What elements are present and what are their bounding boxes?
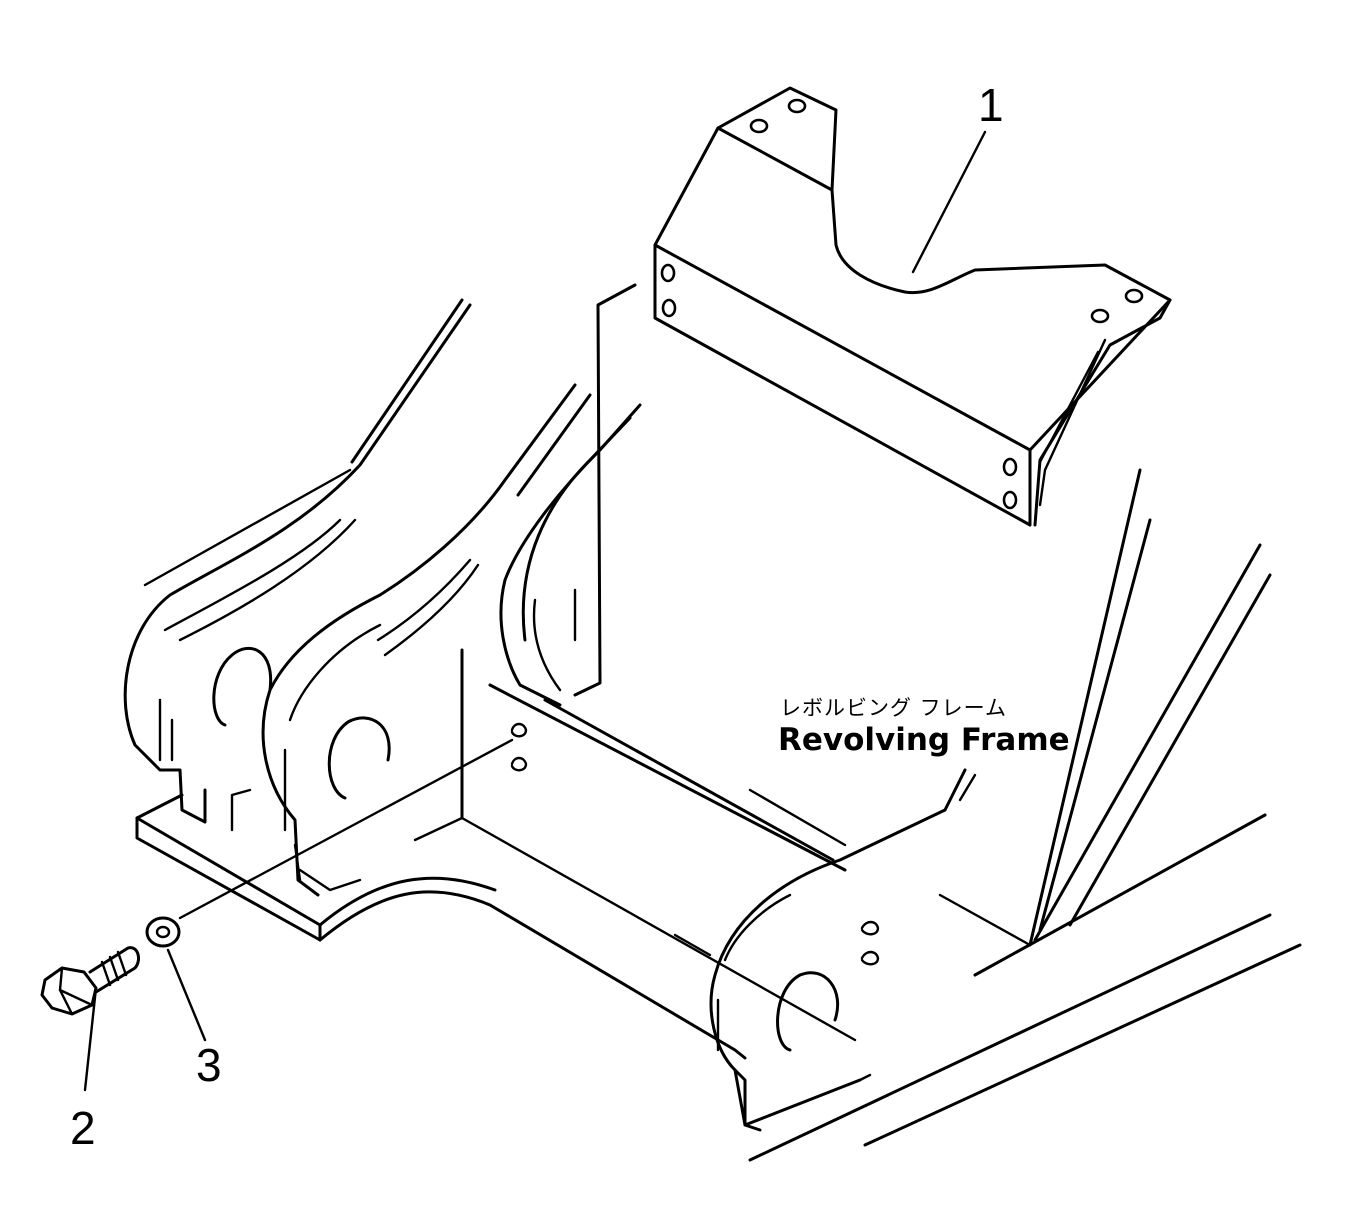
revolving-frame: [123, 283, 1302, 1162]
bolt-part-2: [40, 946, 140, 1092]
hole: [661, 298, 677, 318]
hole: [749, 118, 769, 134]
assembly-label-english: Revolving Frame: [778, 722, 1070, 758]
hole: [1124, 288, 1144, 304]
callout-3: 3: [196, 1039, 222, 1091]
assembly-label-japanese: レボルビング フレーム: [780, 696, 1008, 720]
hole: [787, 98, 807, 114]
hole: [1090, 308, 1110, 324]
hole: [660, 263, 676, 283]
hole: [1002, 457, 1018, 477]
callout-2: 2: [70, 1102, 96, 1154]
hole: [1002, 490, 1018, 510]
callout-1: 1: [978, 79, 1004, 131]
bracket-part-1: [653, 86, 1172, 527]
washer-part-3: [145, 738, 514, 1042]
